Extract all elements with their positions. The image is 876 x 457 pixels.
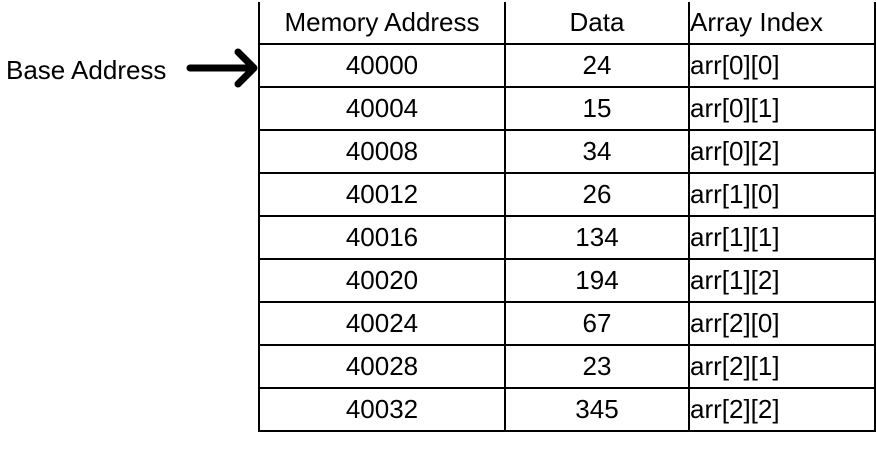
table-row: 40032 345 arr[2][2]: [258, 387, 876, 432]
cell-data: 24: [504, 43, 690, 88]
cell-data: 67: [504, 301, 690, 346]
cell-index: arr[2][1]: [688, 344, 876, 389]
header-data: Data: [504, 2, 690, 45]
arrow-right-icon: [186, 48, 258, 88]
cell-index: arr[1][1]: [688, 215, 876, 260]
cell-index: arr[2][2]: [688, 387, 876, 432]
table-header-row: Memory Address Data Array Index: [258, 2, 876, 45]
cell-index: arr[0][1]: [688, 86, 876, 131]
cell-data: 34: [504, 129, 690, 174]
header-memory-address: Memory Address: [258, 2, 506, 45]
cell-index: arr[1][0]: [688, 172, 876, 217]
cell-index: arr[0][2]: [688, 129, 876, 174]
header-array-index: Array Index: [688, 2, 876, 45]
cell-address: 40008: [258, 129, 506, 174]
cell-address: 40020: [258, 258, 506, 303]
cell-address: 40028: [258, 344, 506, 389]
cell-address: 40024: [258, 301, 506, 346]
cell-index: arr[1][2]: [688, 258, 876, 303]
cell-address: 40000: [258, 43, 506, 88]
cell-data: 26: [504, 172, 690, 217]
base-address-label: Base Address: [6, 55, 167, 85]
table-row: 40024 67 arr[2][0]: [258, 301, 876, 346]
memory-table: Memory Address Data Array Index 40000 24…: [258, 2, 876, 432]
cell-address: 40012: [258, 172, 506, 217]
cell-address: 40032: [258, 387, 506, 432]
cell-data: 15: [504, 86, 690, 131]
cell-data: 23: [504, 344, 690, 389]
cell-address: 40004: [258, 86, 506, 131]
table-row: 40004 15 arr[0][1]: [258, 86, 876, 131]
table-row: 40000 24 arr[0][0]: [258, 43, 876, 88]
cell-data: 194: [504, 258, 690, 303]
table-row: 40028 23 arr[2][1]: [258, 344, 876, 389]
cell-index: arr[2][0]: [688, 301, 876, 346]
cell-index: arr[0][0]: [688, 43, 876, 88]
table-row: 40016 134 arr[1][1]: [258, 215, 876, 260]
table-row: 40012 26 arr[1][0]: [258, 172, 876, 217]
table-row: 40020 194 arr[1][2]: [258, 258, 876, 303]
table-row: 40008 34 arr[0][2]: [258, 129, 876, 174]
cell-data: 345: [504, 387, 690, 432]
cell-address: 40016: [258, 215, 506, 260]
cell-data: 134: [504, 215, 690, 260]
